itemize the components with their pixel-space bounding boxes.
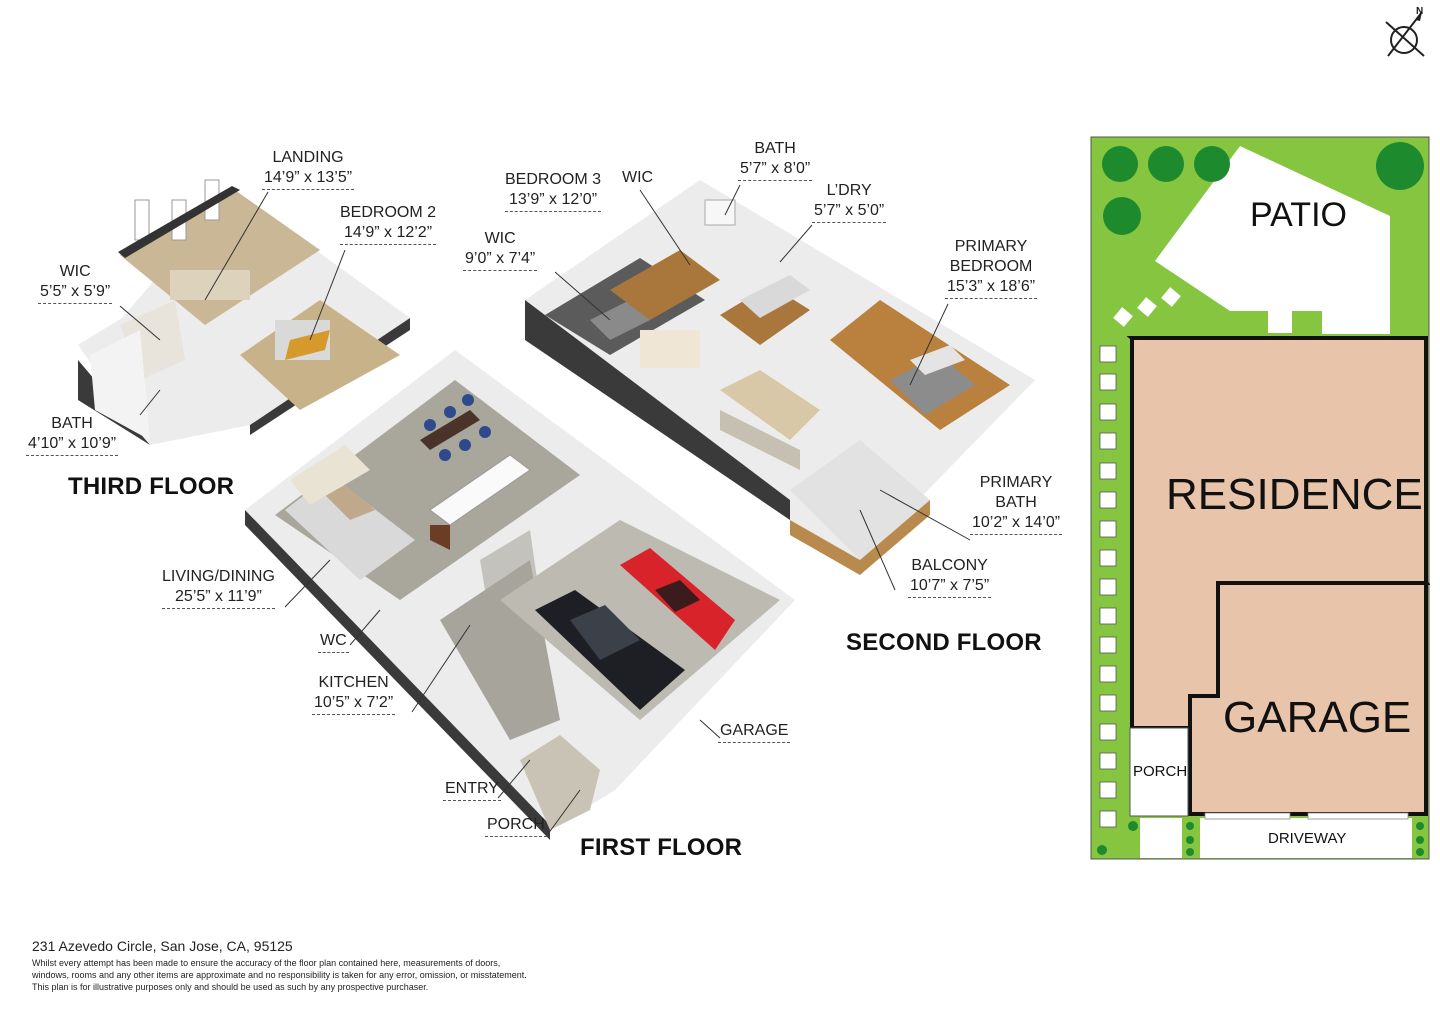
label-second-bedroom-3: BEDROOM 3 13’9” x 12’0” [505,170,602,212]
label-first-entry: ENTRY [443,779,501,801]
compass-icon: N [1382,6,1430,60]
label-second-wic-small: WIC [622,168,653,188]
room-name: BATH [51,415,93,432]
label-first-wc: WC [318,631,349,653]
room-name: WIC [484,230,516,247]
label-third-wic: WIC 5’5” x 5’9” [38,262,113,304]
room-dimensions: 13’9” x 12’0” [505,190,602,212]
site-garage-label: GARAGE [1223,693,1412,742]
label-first-kitchen: KITCHEN 10’5” x 7’2” [312,673,396,715]
label-second-bath: BATH 5’7” x 8’0” [738,139,813,181]
room-name: WIC [622,169,654,186]
second-floor-model [525,180,1035,575]
room-name: WIC [59,263,91,280]
compass-north-label: N [1416,6,1424,17]
site-residence-label: RESIDENCE [1166,470,1423,519]
room-dimensions: 5’7” x 8’0” [738,159,813,181]
disclaimer-line: windows, rooms and any other items are a… [32,970,527,980]
room-name: KITCHEN [318,674,389,691]
room-dimensions: 5’5” x 5’9” [38,282,113,304]
room-dimensions: 10’5” x 7’2” [312,693,396,715]
room-dimensions: 5’7” x 5’0” [812,201,887,223]
room-dimensions: 10’7” x 7’5” [908,576,992,598]
disclaimer-line: Whilst every attempt has been made to en… [32,958,501,968]
site-driveway-label: DRIVEWAY [1268,830,1347,847]
room-name: BEDROOM [949,258,1033,275]
second-floor-title: SECOND FLOOR [846,629,1042,656]
room-name: BALCONY [911,557,988,574]
room-name: PRIMARY [954,238,1028,255]
site-plan [1090,136,1430,860]
label-second-primary-bath: PRIMARY BATH 10’2” x 14’0” [970,473,1063,535]
room-dimensions: 25’5” x 11’9” [162,587,275,609]
third-floor-model [78,179,410,445]
label-third-bath: BATH 4’10” x 10’9” [26,414,119,456]
first-floor-model [245,350,795,840]
room-name: BEDROOM 2 [340,204,437,221]
label-first-porch: PORCH [485,815,547,837]
label-second-balcony: BALCONY 10’7” x 7’5” [908,556,992,598]
room-dimensions: 10’2” x 14’0” [970,513,1063,535]
room-name: PRIMARY [979,474,1053,491]
room-name: BATH [995,494,1037,511]
label-second-laundry: L’DRY 5’7” x 5’0” [812,181,887,223]
room-name: LANDING [272,149,344,166]
room-dimensions: 14’9” x 13’5” [262,168,355,190]
label-first-garage: GARAGE [718,721,791,743]
room-name: BATH [754,140,796,157]
first-floor-title: FIRST FLOOR [580,834,743,861]
room-name: L’DRY [826,182,872,199]
label-third-bedroom-2: BEDROOM 2 14’9” x 12’2” [340,203,437,245]
site-porch-label: PORCH [1133,763,1188,780]
label-first-living-dining: LIVING/DINING 25’5” x 11’9” [162,567,275,609]
footer: 231 Azevedo Circle, San Jose, CA, 95125 … [32,938,527,993]
room-name: LIVING/DINING [162,568,275,585]
room-dimensions: 9’0” x 7’4” [463,249,538,271]
room-name: PORCH [485,815,547,837]
room-name: ENTRY [443,779,501,801]
property-address: 231 Azevedo Circle, San Jose, CA, 95125 [32,938,293,954]
room-name: BEDROOM 3 [505,171,602,188]
room-name: WC [318,631,349,653]
label-third-landing: LANDING 14’9” x 13’5” [262,148,355,190]
room-dimensions: 15’3” x 18’6” [945,277,1038,299]
disclaimer: Whilst every attempt has been made to en… [32,957,527,993]
room-dimensions: 14’9” x 12’2” [340,223,437,245]
disclaimer-line: This plan is for illustrative purposes o… [32,982,429,992]
label-second-wic: WIC 9’0” x 7’4” [463,229,538,271]
room-dimensions: 4’10” x 10’9” [26,434,119,456]
leader-lines [119,184,971,835]
site-patio-label: PATIO [1250,196,1347,234]
third-floor-title: THIRD FLOOR [68,473,235,500]
room-name: GARAGE [718,721,791,743]
label-second-primary-bedroom: PRIMARY BEDROOM 15’3” x 18’6” [945,237,1038,299]
